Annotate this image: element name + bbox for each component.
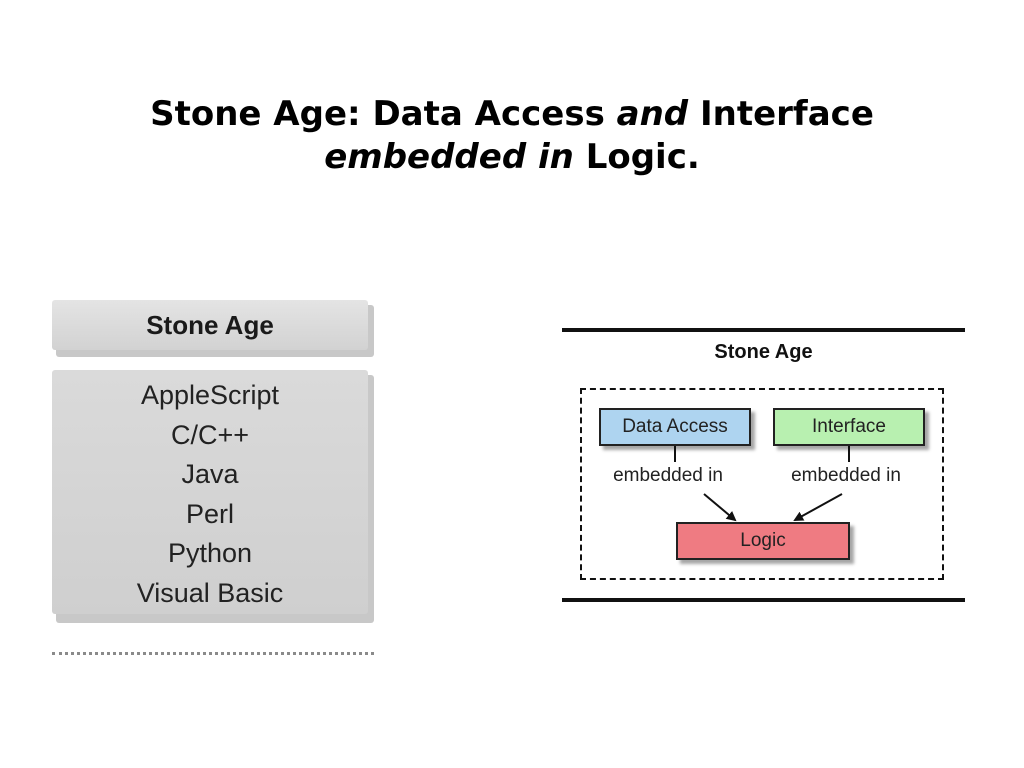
data-access-node: Data Access — [599, 408, 751, 446]
edge-label-left: embedded in — [613, 465, 723, 486]
diagram-title: Stone Age — [714, 341, 813, 363]
logic-node: Logic — [676, 522, 850, 560]
language-item: C/C++ — [170, 419, 250, 450]
language-item: Perl — [185, 498, 234, 529]
language-item: AppleScript — [140, 380, 280, 410]
language-item: Java — [181, 459, 239, 489]
languages-panel-body: AppleScript C/C++ Java Perl Python Visua… — [52, 370, 368, 614]
arrow-data-access-to-logic — [703, 493, 737, 522]
logic-container-dashed-box — [580, 388, 944, 580]
title-emphasis-embedded: embedded in — [324, 137, 574, 177]
title-line-2: embedded in Logic. — [0, 136, 1024, 179]
title-line-1: Stone Age: Data Access and Interface — [0, 93, 1024, 136]
arrow-interface-to-logic — [793, 493, 843, 521]
title-text: Stone Age: Data Access — [150, 94, 617, 134]
slide-title: Stone Age: Data Access and Interface emb… — [0, 93, 1024, 179]
diagram-bottom-rule — [562, 598, 965, 602]
language-item: Visual Basic — [136, 577, 284, 608]
title-text: Interface — [688, 94, 874, 134]
language-item: Python — [167, 538, 253, 568]
edge-label-right: embedded in — [791, 465, 901, 486]
title-text: Logic. — [573, 137, 700, 177]
title-emphasis-and: and — [616, 94, 689, 134]
dotted-separator — [52, 652, 374, 655]
interface-node: Interface — [773, 408, 925, 446]
languages-panel-header: Stone Age — [52, 300, 368, 350]
diagram-top-rule — [562, 328, 965, 332]
